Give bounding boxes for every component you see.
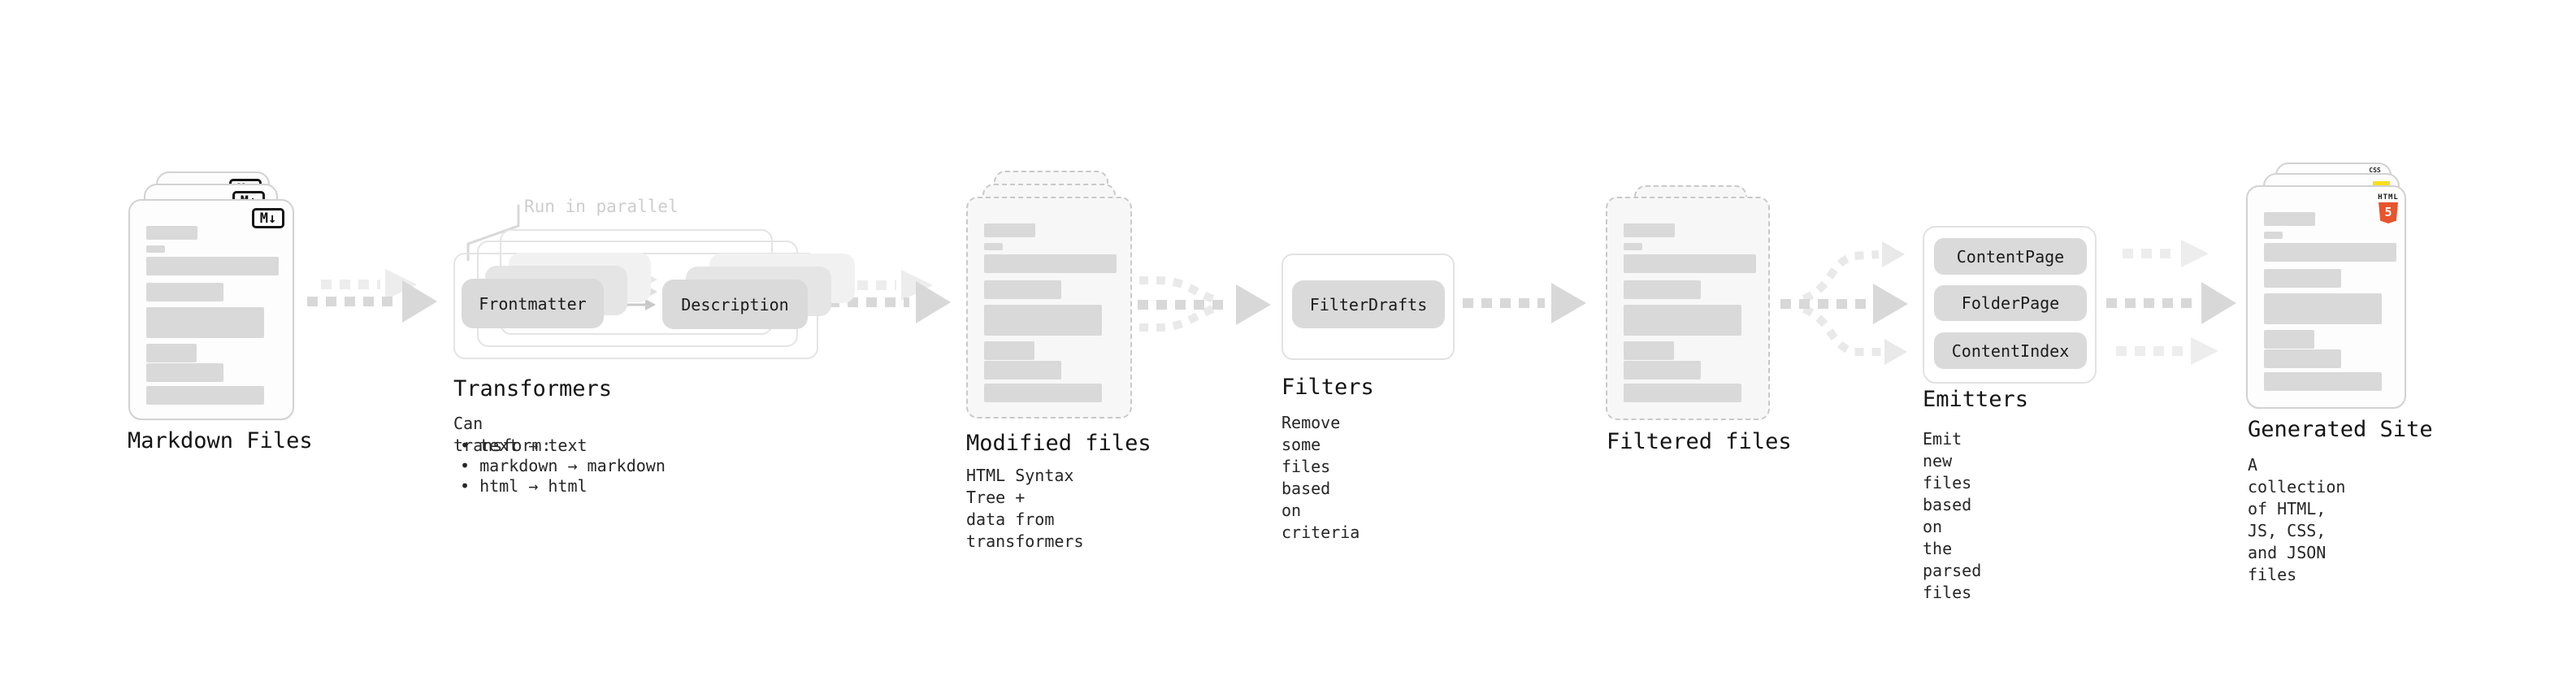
text-line bbox=[2264, 243, 2396, 262]
text-line bbox=[1624, 305, 1741, 336]
text-line bbox=[984, 254, 1117, 273]
frontmatter-pill: Frontmatter bbox=[462, 279, 604, 328]
text-line bbox=[1624, 223, 1675, 237]
transformers-title: Transformers bbox=[453, 376, 613, 401]
contentindex-pill: ContentIndex bbox=[1934, 332, 2087, 369]
arrow-emitters-to-site bbox=[2106, 240, 2236, 365]
text-line bbox=[2264, 212, 2315, 226]
generated-site-title: Generated Site bbox=[2248, 417, 2433, 442]
transform-bullet: • html → html bbox=[460, 476, 588, 496]
markdown-icon: M↓ bbox=[252, 208, 284, 228]
transformers-desc-heading: Can transform: bbox=[453, 414, 552, 455]
emitters-desc: Emit new files based on the parsed files bbox=[1923, 429, 1982, 602]
text-line bbox=[984, 361, 1061, 380]
text-line bbox=[2264, 330, 2314, 349]
text-line bbox=[146, 283, 223, 301]
text-line bbox=[1624, 254, 1756, 273]
text-line bbox=[984, 341, 1034, 360]
text-line bbox=[984, 305, 1102, 336]
transform-bullet: • markdown → markdown bbox=[460, 456, 666, 475]
filters-desc: Remove some files based on criteria bbox=[1281, 413, 1360, 542]
filtered-files-title: Filtered files bbox=[1607, 429, 1792, 454]
description-pill: Description bbox=[662, 280, 808, 329]
run-in-parallel-label: Run in parallel bbox=[524, 197, 679, 216]
filters-title: Filters bbox=[1281, 375, 1374, 400]
text-line bbox=[146, 307, 264, 338]
emitters-title: Emitters bbox=[1923, 387, 2029, 412]
contentpage-pill: ContentPage bbox=[1934, 238, 2087, 275]
arrow-filters-to-filtered bbox=[1463, 283, 1586, 323]
arrow-markdown-to-transformers bbox=[307, 269, 437, 323]
text-line bbox=[146, 363, 223, 382]
site-file-card-front: HTML 5 bbox=[2246, 185, 2406, 409]
text-line bbox=[2264, 232, 2283, 239]
text-line bbox=[984, 280, 1061, 299]
transform-bullet: • text → text bbox=[460, 436, 588, 455]
text-line bbox=[1624, 384, 1741, 402]
generated-site-desc: A collection of HTML, JS, CSS, and JSON … bbox=[2248, 455, 2346, 584]
text-line bbox=[984, 243, 1003, 250]
text-line bbox=[2264, 349, 2341, 368]
html5-icon: HTML 5 bbox=[2378, 194, 2399, 223]
filterdrafts-pill: FilterDrafts bbox=[1292, 280, 1445, 328]
text-line bbox=[146, 226, 197, 240]
markdown-files-title: Markdown Files bbox=[128, 428, 313, 453]
modified-files-title: Modified files bbox=[966, 431, 1151, 456]
folderpage-pill: FolderPage bbox=[1934, 285, 2087, 321]
text-line bbox=[984, 384, 1102, 402]
text-line bbox=[2264, 372, 2382, 391]
text-line bbox=[984, 223, 1035, 237]
modified-file-card-front bbox=[966, 197, 1132, 419]
text-line bbox=[2264, 269, 2341, 288]
text-line bbox=[146, 245, 165, 253]
filtered-file-card-front bbox=[1606, 197, 1770, 420]
modified-files-desc: HTML Syntax Tree + data from transformer… bbox=[966, 466, 1084, 551]
text-line bbox=[146, 344, 197, 362]
text-line bbox=[146, 386, 264, 405]
markdown-file-card-front: M↓ bbox=[128, 199, 294, 420]
text-line bbox=[146, 257, 279, 275]
arrow-modified-to-filters bbox=[1138, 276, 1271, 332]
arrow-filtered-to-emitters bbox=[1780, 241, 1908, 365]
text-line bbox=[1624, 341, 1674, 360]
text-line bbox=[2264, 293, 2382, 324]
text-line bbox=[1624, 243, 1642, 250]
annotation-leader-line bbox=[466, 205, 520, 261]
text-line bbox=[1624, 361, 1701, 380]
text-line bbox=[1624, 280, 1701, 299]
